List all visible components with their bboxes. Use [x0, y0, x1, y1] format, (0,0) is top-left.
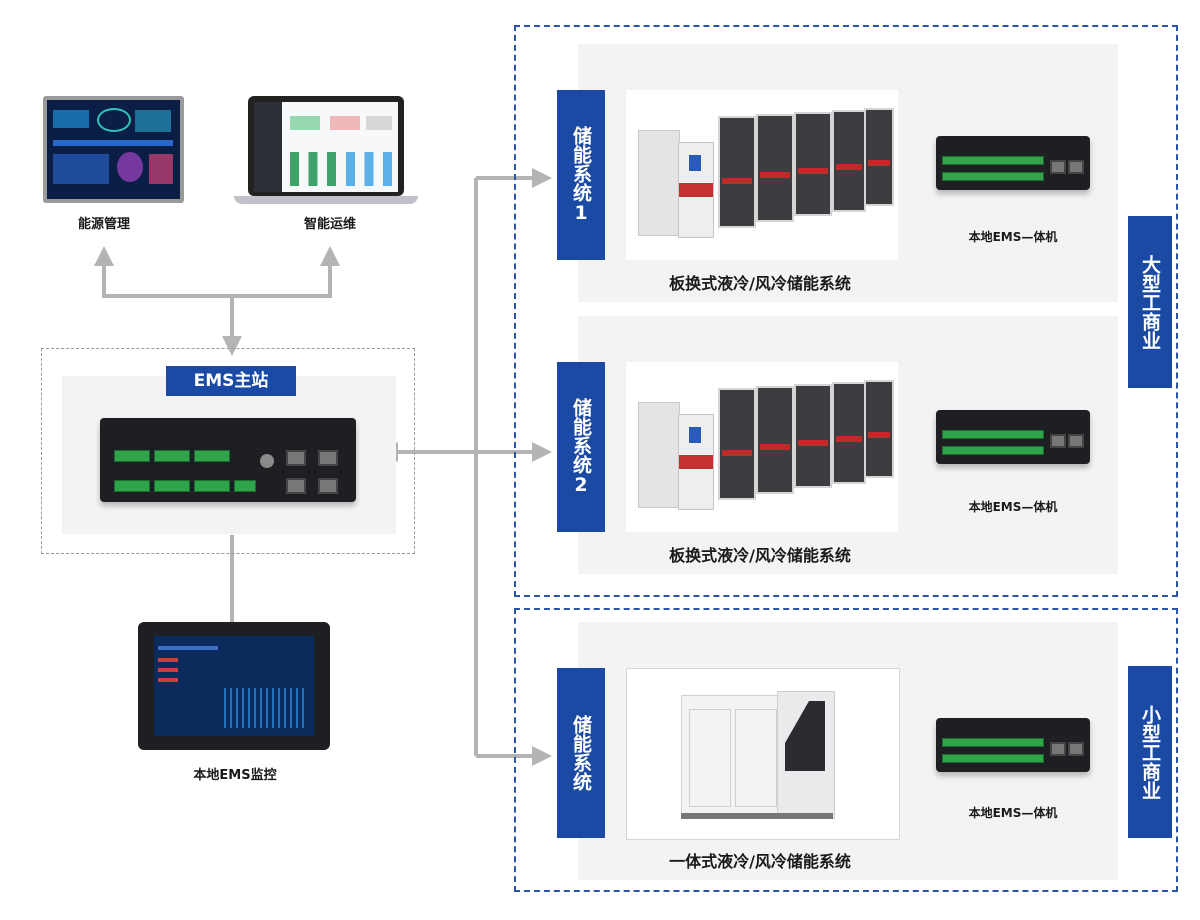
large-ci-group: [514, 25, 1178, 597]
small-ci-tag: 小型工商业: [1128, 666, 1172, 838]
system-1-device-caption: 本地EMS—体机: [968, 230, 1058, 244]
energy-management-screen: [43, 96, 184, 203]
smart-om-label: 智能运维: [303, 217, 356, 232]
system-2-ems-unit: [936, 410, 1090, 464]
local-ems-monitor-hmi: [138, 622, 330, 750]
system-3-caption: 一体式液冷/风冷储能系统: [669, 852, 851, 871]
system-1-ems-unit: [936, 136, 1090, 190]
ems-master-group: [41, 348, 415, 554]
system-1-caption: 板换式液冷/风冷储能系统: [669, 274, 851, 293]
system-3-tag: 储能系统: [557, 668, 605, 838]
system-3-cabinet-image: [626, 668, 900, 840]
laptop-base: [234, 196, 418, 204]
system-2-rack-image: [626, 362, 898, 532]
large-ci-tag: 大型工商业: [1128, 216, 1172, 388]
energy-management-label: 能源管理: [77, 217, 130, 232]
smart-om-laptop: [248, 96, 404, 196]
system-2-tag: 储能系统2: [557, 362, 605, 532]
ems-master-label: EMS主站: [166, 366, 296, 396]
system-2-caption: 板换式液冷/风冷储能系统: [669, 546, 851, 565]
small-ci-group: [514, 608, 1178, 892]
local-ems-monitor-label: 本地EMS监控: [193, 768, 277, 783]
system-3-ems-unit: [936, 718, 1090, 772]
system-3-device-caption: 本地EMS—体机: [968, 806, 1058, 820]
system-2-device-caption: 本地EMS—体机: [968, 500, 1058, 514]
system-1-rack-image: [626, 90, 898, 260]
ems-master-device: [100, 418, 356, 502]
system-1-tag: 储能系统1: [557, 90, 605, 260]
